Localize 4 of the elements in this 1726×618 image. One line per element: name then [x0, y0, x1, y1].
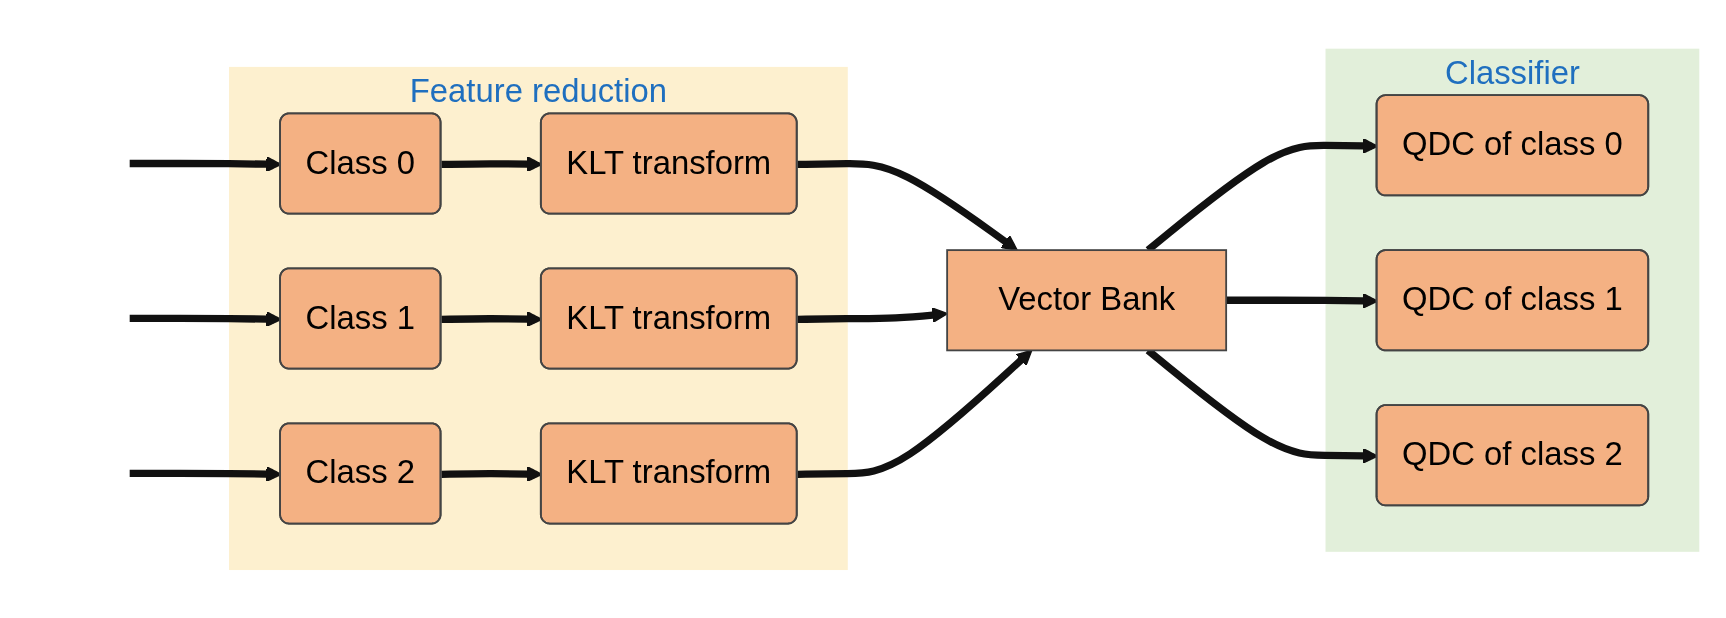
arrow: [797, 159, 1018, 251]
arrow: [797, 349, 1033, 478]
arrow: [797, 306, 948, 323]
node-box: Vector Bank: [946, 248, 1228, 351]
